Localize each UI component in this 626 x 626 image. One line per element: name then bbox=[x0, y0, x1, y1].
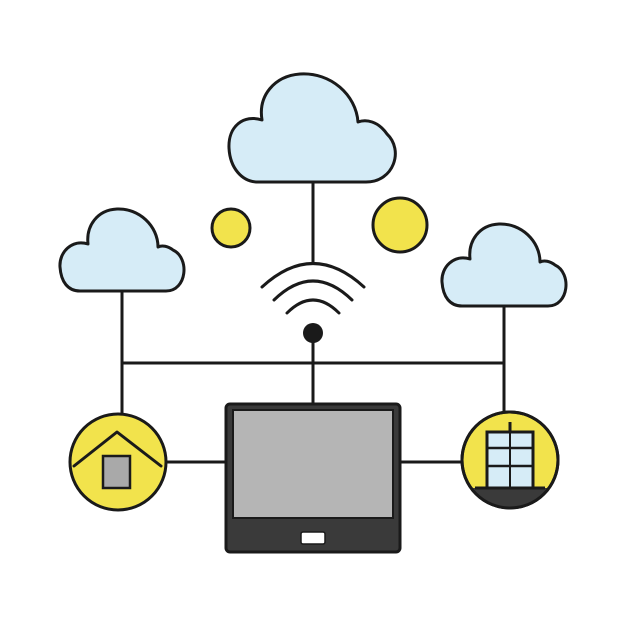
cloud-top bbox=[227, 72, 397, 184]
cloud-left bbox=[58, 207, 186, 293]
cloud-icon bbox=[58, 207, 186, 293]
home-node bbox=[68, 412, 168, 512]
dot-icon bbox=[371, 196, 429, 254]
tablet-icon bbox=[224, 402, 402, 554]
cloud-icon bbox=[440, 222, 568, 308]
house-icon bbox=[72, 430, 163, 490]
cloud-right bbox=[440, 222, 568, 308]
wifi-icon bbox=[260, 262, 366, 343]
server-icon bbox=[463, 422, 557, 507]
server-node bbox=[460, 410, 560, 510]
tablet-screen bbox=[232, 409, 394, 519]
dot-icon bbox=[210, 207, 252, 249]
cloud-icon bbox=[227, 72, 397, 184]
home-button-icon bbox=[300, 531, 326, 545]
